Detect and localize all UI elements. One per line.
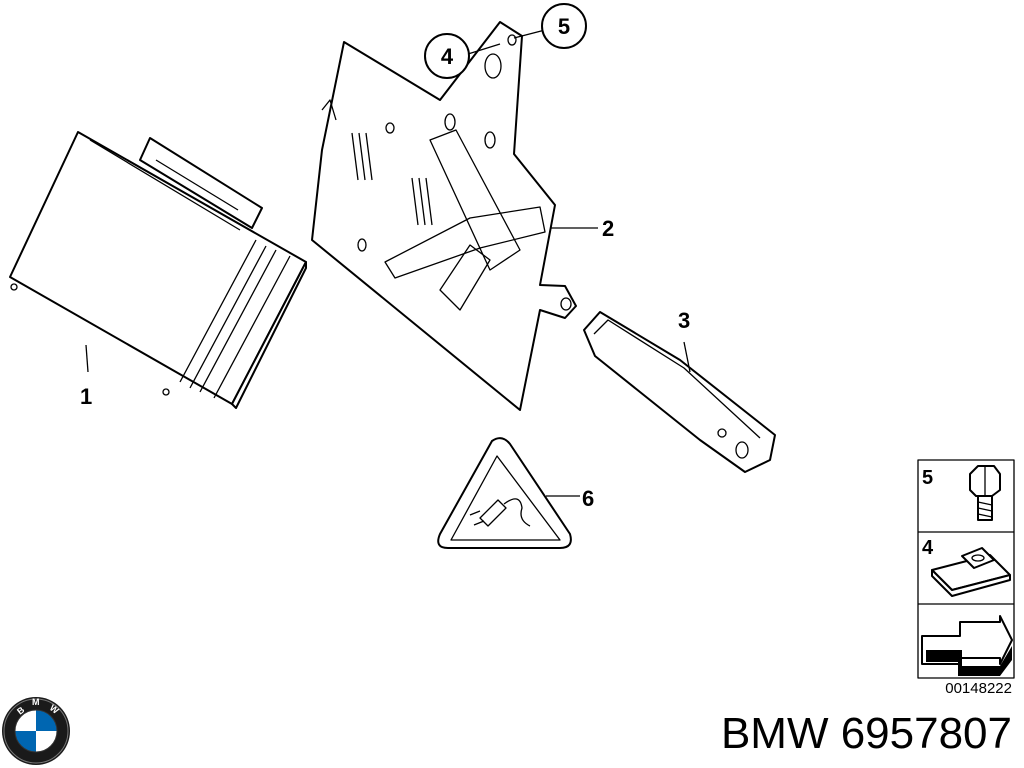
svg-text:2: 2 <box>602 216 614 241</box>
bracket-part <box>311 21 577 411</box>
part-number-title: BMW 6957807 <box>721 709 1012 758</box>
svg-text:4: 4 <box>441 44 454 69</box>
svg-text:1: 1 <box>80 384 92 409</box>
leader-lines <box>85 29 691 497</box>
svg-text:5: 5 <box>922 467 933 489</box>
svg-text:6: 6 <box>582 486 594 511</box>
legend-item-5: 5 <box>922 465 1001 521</box>
callout-2: 2 <box>602 216 614 241</box>
callout-1: 1 <box>80 384 92 409</box>
warning-label-part <box>437 437 572 549</box>
svg-text:3: 3 <box>678 308 690 333</box>
svg-text:M: M <box>32 697 40 707</box>
arrow-icon <box>921 615 1013 676</box>
callout-4: 4 <box>424 33 470 79</box>
svg-text:4: 4 <box>922 537 934 559</box>
svg-text:5: 5 <box>558 14 570 39</box>
clip-nut-icon <box>931 547 1011 597</box>
callout-5: 5 <box>541 3 587 49</box>
diagram-code: 00148222 <box>945 680 1012 697</box>
legend-item-arrow <box>921 615 1013 676</box>
callout-3: 3 <box>678 308 690 333</box>
legend-panel: 5 4 00148222 <box>917 459 1015 697</box>
callout-6: 6 <box>582 486 594 511</box>
hex-bolt-icon <box>969 465 1001 521</box>
bmw-logo: B M W <box>2 697 70 765</box>
svg-text:B: B <box>15 704 27 716</box>
strap-part <box>583 311 776 473</box>
legend-item-4: 4 <box>922 537 1011 597</box>
control-unit-part <box>9 131 307 409</box>
